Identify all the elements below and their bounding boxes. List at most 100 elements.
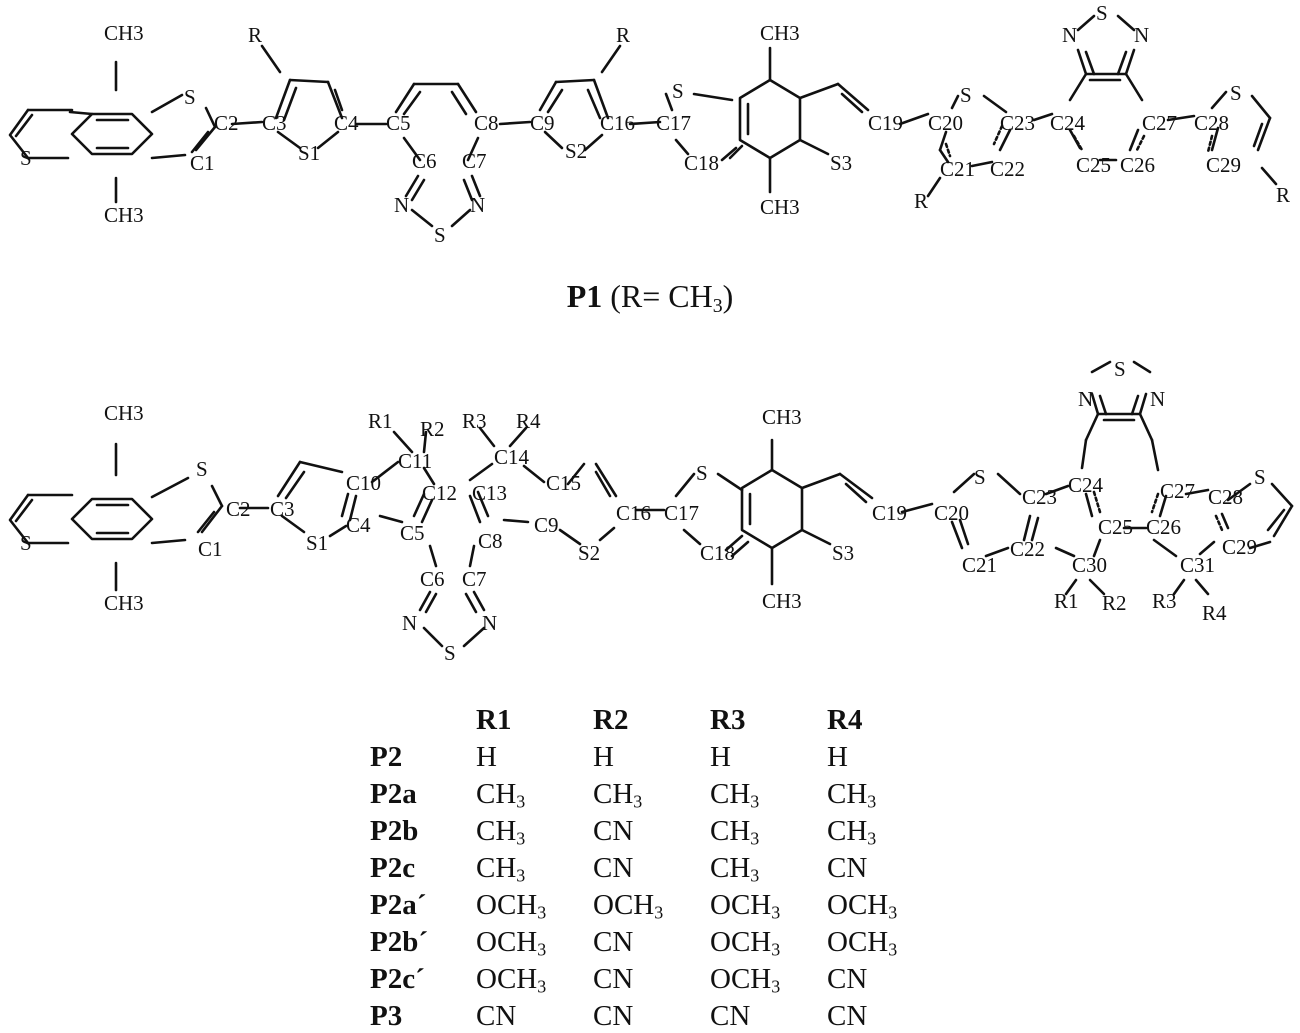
atom-label: S bbox=[960, 83, 972, 107]
table-cell: CN bbox=[827, 852, 868, 884]
table-cell: OCH3 bbox=[476, 926, 547, 960]
table-cell: OCH3 bbox=[476, 963, 547, 997]
atom-label: C19 bbox=[868, 111, 903, 135]
atom-label: S1 bbox=[298, 141, 320, 165]
table-cell: OCH3 bbox=[827, 926, 898, 960]
atom-label: C12 bbox=[422, 481, 457, 505]
table-cell: H bbox=[710, 741, 731, 773]
atom-label: C6 bbox=[420, 567, 445, 591]
atom-label: S2 bbox=[565, 139, 587, 163]
table-cell: CN bbox=[710, 1000, 751, 1032]
atom-label: C23 bbox=[1000, 111, 1035, 135]
atom-label: C1 bbox=[190, 151, 215, 175]
atom-label: C6 bbox=[412, 149, 437, 173]
atom-label: C4 bbox=[334, 111, 359, 135]
table-header-row: R1 R2 R3 R4 bbox=[370, 702, 944, 739]
atom-label: S bbox=[1254, 465, 1266, 489]
atom-label: C2 bbox=[214, 111, 239, 135]
atom-label: C21 bbox=[940, 157, 975, 181]
atom-label: C7 bbox=[462, 149, 487, 173]
atom-label: R1 bbox=[1054, 589, 1079, 613]
row-label: P3 bbox=[370, 1000, 403, 1032]
atom-label: C18 bbox=[700, 541, 735, 565]
atom-label: C31 bbox=[1180, 553, 1215, 577]
table-cell: OCH3 bbox=[710, 963, 781, 997]
table-cell: CH3 bbox=[827, 778, 877, 812]
table-cell: CN bbox=[593, 963, 634, 995]
atom-label: C27 bbox=[1160, 479, 1195, 503]
atom-label: R2 bbox=[1102, 591, 1127, 615]
atom-label: C28 bbox=[1208, 485, 1243, 509]
table-cell: OCH3 bbox=[827, 889, 898, 923]
atom-label: C25 bbox=[1076, 153, 1111, 177]
atom-label: C4 bbox=[346, 513, 371, 537]
atom-label: N bbox=[1062, 23, 1077, 47]
row-label: P2a bbox=[370, 778, 417, 810]
table-cell: CN bbox=[593, 815, 634, 847]
atom-label: C17 bbox=[656, 111, 691, 135]
atom-label: C29 bbox=[1222, 535, 1257, 559]
column-header: R2 bbox=[593, 704, 629, 736]
atom-label: C25 bbox=[1098, 515, 1133, 539]
atom-label: R bbox=[248, 23, 262, 47]
atom-label: S bbox=[444, 641, 456, 665]
p1-name: P1 bbox=[566, 278, 603, 314]
atom-label: R3 bbox=[1152, 589, 1177, 613]
row-label: P2a´ bbox=[370, 889, 427, 921]
atom-label: C9 bbox=[534, 513, 559, 537]
atom-label: CH3 bbox=[760, 195, 800, 219]
atom-label: C29 bbox=[1206, 153, 1241, 177]
atom-label: S bbox=[196, 457, 208, 481]
atom-label: C8 bbox=[474, 111, 499, 135]
atom-label: C1 bbox=[198, 537, 223, 561]
structure-drawing: CH3 CH3 S S C1 C2 C3 S1 C4 C5 C6 C7 C8 C… bbox=[8, 1, 1294, 665]
table-cell: CH3 bbox=[476, 852, 526, 886]
atom-label: C26 bbox=[1146, 515, 1181, 539]
atom-label: S bbox=[184, 85, 196, 109]
atom-label: CH3 bbox=[760, 21, 800, 45]
table-cell: CN bbox=[593, 926, 634, 958]
atom-label: C10 bbox=[346, 471, 381, 495]
atom-label: S bbox=[20, 531, 32, 555]
table-cell: H bbox=[476, 741, 497, 773]
row-label: P2c bbox=[370, 852, 416, 884]
atom-label: R1 bbox=[368, 409, 393, 433]
table-cell: CH3 bbox=[710, 778, 760, 812]
table-cell: CH3 bbox=[827, 815, 877, 849]
atom-label: CH3 bbox=[762, 405, 802, 429]
atom-label: N bbox=[394, 193, 409, 217]
atom-label: R4 bbox=[1202, 601, 1227, 625]
atom-label: C18 bbox=[684, 151, 719, 175]
atom-label: C2 bbox=[226, 497, 251, 521]
atom-label: S3 bbox=[830, 151, 852, 175]
table-cell: OCH3 bbox=[710, 889, 781, 923]
atom-label: C16 bbox=[616, 501, 651, 525]
atom-label: C19 bbox=[872, 501, 907, 525]
atom-label: CH3 bbox=[104, 591, 144, 615]
atom-label: C20 bbox=[928, 111, 963, 135]
atom-label: C28 bbox=[1194, 111, 1229, 135]
atom-label: N bbox=[470, 193, 485, 217]
table-cell: CN bbox=[476, 1000, 517, 1032]
atom-label: C14 bbox=[494, 445, 530, 469]
table-cell: CH3 bbox=[476, 815, 526, 849]
atom-label: C7 bbox=[462, 567, 487, 591]
bond-lines bbox=[8, 14, 1294, 648]
atom-label: C13 bbox=[472, 481, 507, 505]
atom-label: C23 bbox=[1022, 485, 1057, 509]
row-label: P2b bbox=[370, 815, 419, 847]
table-row: P2b CH3 CN CH3 CH3 bbox=[370, 813, 944, 850]
atom-label: N bbox=[482, 611, 497, 635]
atom-label: C27 bbox=[1142, 111, 1177, 135]
atom-label: C24 bbox=[1050, 111, 1086, 135]
table-corner bbox=[370, 702, 476, 739]
table-cell: H bbox=[827, 741, 848, 773]
atom-label: C30 bbox=[1072, 553, 1107, 577]
table-cell: CH3 bbox=[710, 815, 760, 849]
row-label: P2c´ bbox=[370, 963, 425, 995]
